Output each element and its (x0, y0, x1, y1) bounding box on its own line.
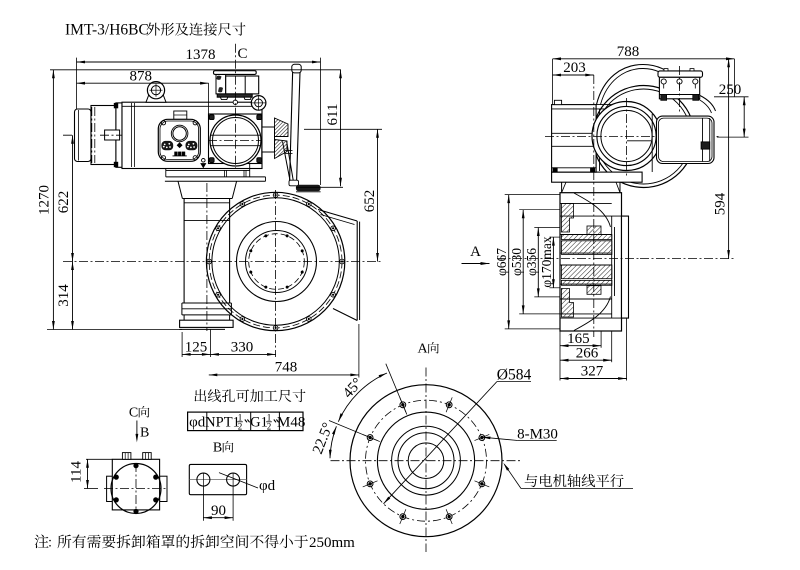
svg-text:594: 594 (713, 192, 729, 215)
svg-text:A: A (470, 244, 481, 260)
svg-text:878: 878 (130, 68, 153, 84)
svg-text:114: 114 (69, 461, 85, 483)
svg-text:314: 314 (56, 284, 72, 307)
svg-text:266: 266 (576, 345, 599, 361)
svg-text:C: C (237, 46, 247, 62)
svg-text:φ530: φ530 (509, 248, 524, 276)
svg-text:2: 2 (238, 422, 243, 432)
svg-text:1: 1 (267, 413, 272, 423)
svg-text:A: A (417, 342, 428, 357)
svg-text:90: 90 (211, 503, 226, 519)
svg-text:NPT1: NPT1 (205, 414, 240, 430)
svg-text:327: 327 (581, 364, 604, 380)
svg-text:748: 748 (275, 359, 298, 375)
svg-text:250mm: 250mm (309, 535, 355, 551)
svg-text:622: 622 (56, 191, 72, 214)
svg-text:G1: G1 (250, 414, 268, 430)
svg-text:8-M30: 8-M30 (517, 427, 558, 443)
svg-text:φ170max: φ170max (539, 236, 554, 288)
svg-text:1378: 1378 (186, 47, 216, 63)
svg-text:φ667: φ667 (494, 248, 509, 276)
svg-text:M48: M48 (277, 414, 305, 430)
svg-text:φd: φd (189, 414, 206, 430)
svg-text:611: 611 (325, 104, 341, 126)
svg-text:2: 2 (267, 422, 272, 432)
svg-text:C: C (129, 406, 138, 421)
svg-text:φd: φd (259, 478, 276, 494)
svg-text:788: 788 (617, 44, 640, 60)
svg-text:125: 125 (185, 340, 208, 356)
svg-text:1: 1 (238, 413, 243, 423)
svg-text:203: 203 (563, 60, 586, 76)
svg-text:B: B (140, 426, 149, 441)
svg-text:1270: 1270 (37, 185, 53, 215)
svg-text:B: B (213, 441, 222, 456)
svg-text:330: 330 (231, 340, 254, 356)
svg-text:250: 250 (719, 82, 742, 98)
svg-text:φ356: φ356 (524, 248, 539, 276)
svg-text:165: 165 (567, 331, 590, 347)
svg-text:652: 652 (362, 190, 378, 213)
svg-text:IMT-3/H6BC: IMT-3/H6BC (65, 22, 149, 39)
svg-text:Ø584: Ø584 (497, 367, 532, 384)
